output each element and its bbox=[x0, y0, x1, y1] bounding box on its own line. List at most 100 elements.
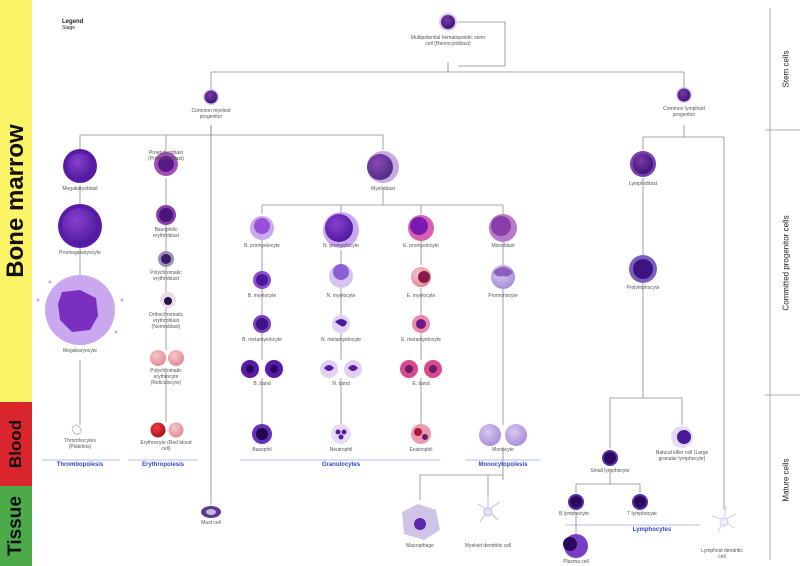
stage-stem-label: Stem cells bbox=[781, 50, 791, 88]
megakaryocyte-label: Megakaryocyte bbox=[63, 348, 97, 354]
n-promyelocyte-label: N. promyelocyte bbox=[322, 243, 360, 249]
b-promyelocyte-label: B. promyelocyte bbox=[244, 243, 280, 249]
b-band-cells bbox=[241, 360, 283, 378]
group-lymphocytes: Lymphocytes bbox=[632, 527, 672, 533]
myeloid-dc-label: Myeloid dendritic cell bbox=[464, 543, 512, 549]
blood-band: Blood bbox=[0, 402, 32, 486]
stage-dividers bbox=[765, 8, 800, 560]
mast-cell bbox=[201, 506, 221, 518]
monocyte-label: Monocyte bbox=[492, 447, 514, 453]
group-thrombopoiesis: Thrombopoiesis bbox=[56, 462, 104, 468]
monocyte-cells bbox=[479, 424, 527, 446]
lymphoblast-cell bbox=[630, 151, 656, 177]
proerythroblast-label: Proerythroblast (Pronormoblast) bbox=[148, 150, 184, 162]
reticulocyte-cells bbox=[150, 350, 184, 366]
e-promyelocyte-label: E. promyelocyte bbox=[403, 243, 439, 249]
group-underlines bbox=[42, 459, 700, 526]
orthochromatic-erythroblast-label: Orthochromatic erythroblast (Normoblast) bbox=[148, 312, 184, 330]
erythrocyte-cells bbox=[150, 422, 184, 438]
hsc-down-line bbox=[210, 62, 685, 90]
connector-lines bbox=[79, 21, 725, 535]
e-band-cells bbox=[400, 360, 442, 378]
myeloblast-branch bbox=[261, 190, 504, 214]
monoblast-cell bbox=[489, 214, 517, 242]
e-promyelocyte-cell bbox=[408, 215, 434, 241]
neutrophil-cell bbox=[331, 424, 351, 444]
bone-marrow-band: Bone marrow bbox=[0, 0, 32, 402]
thrombocytes-cell bbox=[71, 424, 82, 435]
mast-cell-label: Mast cell bbox=[201, 520, 221, 526]
clp-label: Common lymphoid progenitor bbox=[663, 106, 705, 118]
proerythroblast-cell bbox=[154, 152, 178, 176]
cmp-branch-line bbox=[79, 125, 384, 150]
megakaryocyte-cell bbox=[36, 275, 124, 345]
t-lymphocyte-label: T lymphocyte bbox=[627, 511, 657, 517]
e-myelocyte-label: E. myelocyte bbox=[406, 293, 436, 299]
hsc-label: Multipotential hematopoietic stem cell (… bbox=[410, 35, 486, 47]
macrophage-cell bbox=[402, 504, 440, 540]
n-metamyelocyte-label: N. metamyelocyte bbox=[320, 337, 362, 343]
n-promyelocyte-cell bbox=[323, 212, 359, 248]
prolymphocyte-label: Prolymphocyte bbox=[626, 285, 660, 291]
tissue-band: Tissue bbox=[0, 486, 32, 566]
basophil-label: Basophil bbox=[252, 447, 272, 453]
prolymphocyte-cell bbox=[629, 255, 657, 283]
clp-cell bbox=[676, 87, 692, 103]
monoblast-label: Monoblast bbox=[491, 243, 515, 249]
polychromatic-erythroblast-cell bbox=[158, 251, 174, 267]
megakaryoblast-label: Megakaryoblast bbox=[62, 186, 98, 192]
macrophage-label: Macrophage bbox=[406, 543, 434, 549]
plasma-cell-label: Plasma cell bbox=[563, 559, 589, 565]
stage-committed-label: Committed progenitor cells bbox=[781, 215, 791, 311]
n-band-label: N. band bbox=[332, 381, 350, 387]
orthochromatic-erythroblast-cell bbox=[160, 292, 176, 308]
b-lymphocyte-label: B lymphocyte bbox=[558, 511, 590, 517]
legend-subtitle: Stage bbox=[62, 25, 76, 31]
basophilic-erythroblast-label: Basophilic erythroblast bbox=[152, 227, 180, 239]
thrombocytes-label: Thrombocytes (Platelets) bbox=[64, 438, 96, 450]
b-metamyelocyte-label: B. metamyelocyte bbox=[242, 337, 282, 343]
basophilic-erythroblast-cell bbox=[156, 205, 176, 225]
n-myelocyte-label: N. myelocyte bbox=[326, 293, 356, 299]
eosinophil-label: Eosinophil bbox=[409, 447, 433, 453]
promonocyte-label: Promonocyte bbox=[488, 293, 518, 299]
e-metamyelocyte-cell bbox=[412, 315, 430, 333]
legend: Legend Stage bbox=[62, 19, 83, 31]
small-lymphocyte-label: Small lymphocyte bbox=[590, 468, 630, 474]
clp-branch bbox=[642, 125, 725, 510]
myeloid-dc-cell bbox=[477, 496, 501, 523]
basophil-cell bbox=[252, 424, 272, 444]
b-myelocyte-label: B. myelocyte bbox=[247, 293, 277, 299]
eosinophil-cell bbox=[411, 424, 431, 444]
neutrophil-label: Neutrophil bbox=[329, 447, 353, 453]
cmp-label: Common myeloid progenitor bbox=[191, 108, 231, 120]
n-band-cells bbox=[320, 360, 362, 378]
lymphoid-dc-label: Lymphoid dendritic cell bbox=[701, 548, 743, 560]
b-lymphocyte-cell bbox=[568, 494, 584, 510]
myeloblast-cell bbox=[367, 151, 399, 183]
t-lymphocyte-cell bbox=[632, 494, 648, 510]
lymph-line bbox=[575, 178, 683, 535]
stage-mature: Mature cells bbox=[778, 400, 794, 560]
e-metamyelocyte-label: E. metamyelocyte bbox=[401, 337, 441, 343]
plasma-cell bbox=[563, 534, 588, 558]
nk-cell-label: Natural killer cell (Large granular lymp… bbox=[655, 450, 709, 462]
megakaryoblast-cell bbox=[63, 149, 97, 183]
group-granulocytes: Granulocytes bbox=[321, 462, 361, 468]
nk-cell bbox=[671, 426, 693, 448]
cmp-cell bbox=[203, 89, 219, 105]
stage-mature-label: Mature cells bbox=[781, 458, 791, 502]
group-erythropoiesis: Erythropoiesis bbox=[141, 462, 185, 468]
stage-stem: Stem cells bbox=[778, 10, 794, 128]
e-myelocyte-cell bbox=[411, 267, 431, 287]
promegakaryocyte-label: Promegakaryocyte bbox=[59, 250, 101, 256]
b-myelocyte-cell bbox=[253, 271, 271, 289]
myeloblast-label: Myeloblast bbox=[371, 186, 395, 192]
legend-title: Legend bbox=[62, 19, 84, 25]
stage-committed: Committed progenitor cells bbox=[778, 134, 794, 392]
lymphoid-dc-cell bbox=[711, 505, 737, 533]
promonocyte-cell bbox=[491, 265, 515, 289]
b-promyelocyte-cell bbox=[250, 216, 274, 240]
polychromatic-erythroblast-label: Polychromatic erythroblast bbox=[150, 270, 182, 282]
